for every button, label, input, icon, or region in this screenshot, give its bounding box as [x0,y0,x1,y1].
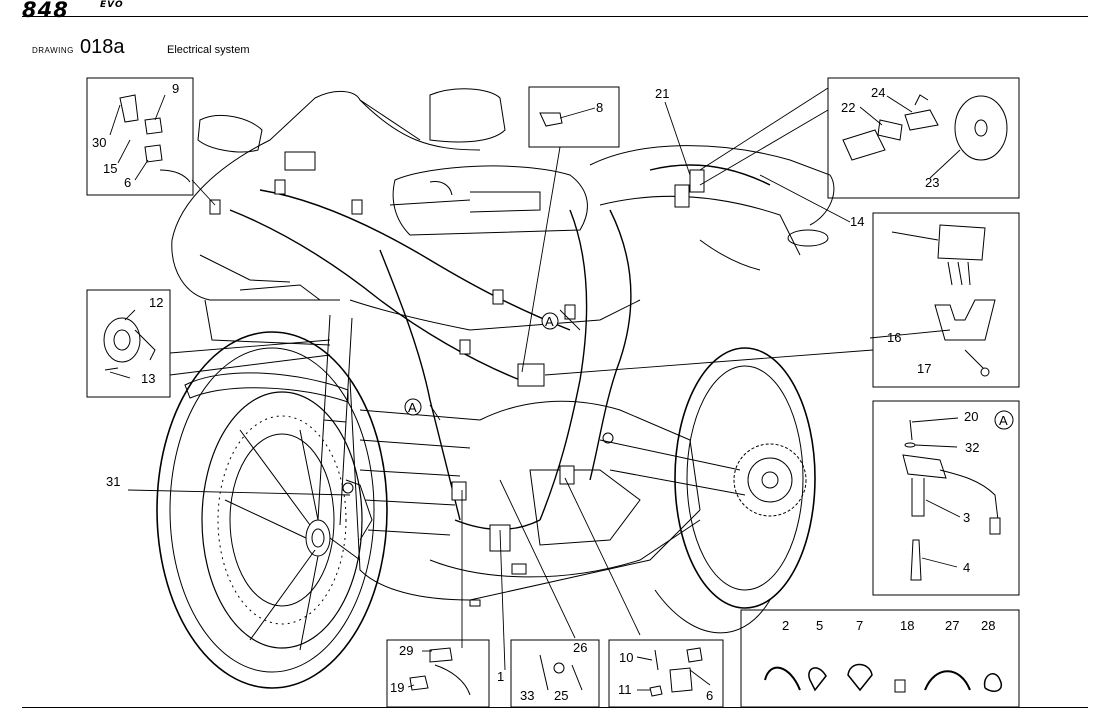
marker-a: A [999,413,1008,428]
callout-30: 30 [92,135,106,150]
callout-4: 4 [963,560,970,575]
callout-6: 6 [706,688,713,703]
detail-box-25-26-33 [510,639,600,708]
callout-7: 7 [856,618,863,633]
brand-logo-suffix: EVO [100,0,124,10]
callout-25: 25 [554,688,568,703]
callout-8: 8 [596,100,603,115]
detail-box-6-10-11 [608,639,724,708]
header-rule [22,16,1088,17]
callout-2: 2 [782,618,789,633]
callout-9: 9 [172,81,179,96]
marker-a-circle [541,312,559,330]
callout-14: 14 [850,214,864,229]
marker-a: A [545,314,554,329]
drawing-title: Electrical system [167,44,250,56]
callout-33: 33 [520,688,534,703]
callout-5: 5 [816,618,823,633]
callout-29: 29 [399,643,413,658]
callout-12: 12 [149,295,163,310]
callout-22: 22 [841,100,855,115]
callout-1: 1 [497,669,504,684]
callout-17: 17 [917,361,931,376]
detail-box-19-29 [386,639,490,708]
callout-21: 21 [655,86,669,101]
motorcycle-illustration [156,88,835,689]
detail-box-relays [86,77,194,196]
detail-box-control-unit [872,212,1020,388]
callout-20: 20 [964,409,978,424]
detail-box-ignition-coil [872,400,1020,596]
detail-box-clips [740,609,1020,708]
marker-a-circle [404,398,422,416]
brand-logo: 848 [22,0,69,22]
marker-a-circle [994,410,1014,430]
callout-31: 31 [106,474,120,489]
callout-28: 28 [981,618,995,633]
callout-18: 18 [900,618,914,633]
callout-26: 26 [573,640,587,655]
callout-16: 16 [887,330,901,345]
callout-19: 19 [390,680,404,695]
marker-a: A [408,400,417,415]
callout-labels: 8 21 24 22 23 14 16 17 20 32 3 4 12 13 9… [92,81,995,703]
detail-box-horn [86,289,171,398]
leader-lines [109,87,961,691]
drawing-number: 018a [80,36,125,58]
callout-27: 27 [945,618,959,633]
callout-6: 6 [124,175,131,190]
callout-10: 10 [619,650,633,665]
drawing-label: DRAWING [32,46,74,55]
detail-box-fuse [528,86,620,148]
detail-box-ignition-key [827,77,1020,199]
callout-32: 32 [965,440,979,455]
callout-13: 13 [141,371,155,386]
callout-23: 23 [925,175,939,190]
callout-15: 15 [103,161,117,176]
callout-24: 24 [871,85,885,100]
callout-11: 11 [618,682,632,697]
callout-3: 3 [963,510,970,525]
